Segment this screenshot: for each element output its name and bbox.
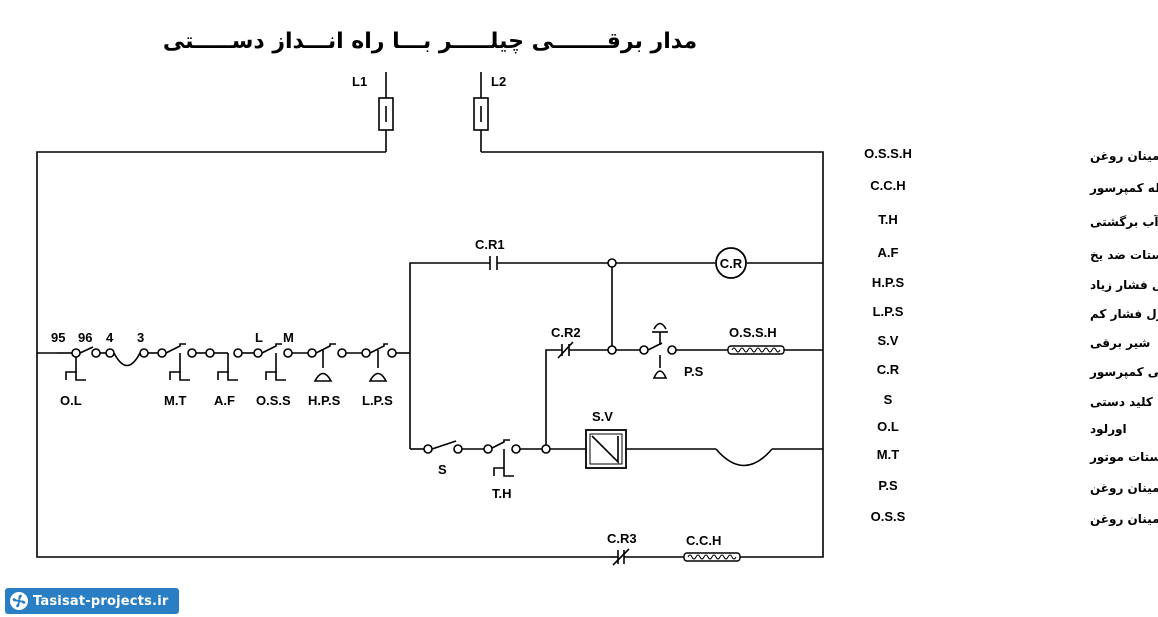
legend-desc: کلید کنترل فشار زیاد [1090, 278, 1158, 292]
main-wiring [36, 151, 824, 566]
terminal-3: 3 [137, 330, 144, 345]
label-sv: S.V [592, 409, 613, 424]
label-af: A.F [214, 393, 235, 408]
supply-l1: L1 [352, 72, 394, 152]
legend-desc: کلید فشاری اطمینان روغن [1090, 481, 1158, 496]
supply-l2: L2 [473, 72, 506, 152]
legend-desc: شیر برقی [1090, 336, 1150, 350]
legend-row: A.F ترموستات ضد یخ [878, 245, 1158, 263]
label-ps: P.S [684, 364, 704, 379]
label-hps: H.P.S [308, 393, 341, 408]
legend-row: C.C.H هیتر محفظه کمپرسور [870, 178, 1158, 196]
terminal-96: 96 [78, 330, 92, 345]
legend-abbr: L.P.S [873, 304, 904, 319]
label-th: T.H [492, 486, 512, 501]
legend-desc: هیتر کلید اطمینان روغن [1090, 149, 1158, 164]
symbol-hps [313, 350, 333, 382]
label-oss: O.S.S [256, 393, 291, 408]
label-l1: L1 [352, 74, 367, 89]
cch-heater [683, 552, 790, 562]
label-ol: O.L [60, 393, 82, 408]
legend-desc: کلید اطمینان روغن [1090, 512, 1158, 527]
legend-desc: هیتر محفظه کمپرسور [1089, 181, 1158, 196]
label-ossh: O.S.S.H [729, 325, 777, 340]
legend-desc: ترموستات آب برگشتی [1090, 214, 1158, 230]
ossh-heater [727, 345, 785, 355]
cr-coil: C.R [715, 247, 747, 279]
legend-desc: اورلود [1090, 422, 1127, 437]
legend-abbr: H.P.S [872, 275, 905, 290]
symbol-oss [265, 353, 286, 381]
legend-abbr: S [884, 392, 893, 407]
legend-abbr: O.S.S.H [864, 146, 912, 161]
legend-row: L.P.S کلید کنترل فشار کم [873, 304, 1158, 321]
legend-desc: بوبین کنتاکتور اصلی کمپرسور [1089, 365, 1158, 380]
legend-desc: ترموستات موتور [1089, 450, 1158, 465]
label-cr2: C.R2 [551, 325, 581, 340]
legend-row: S کلید دستی [884, 392, 1153, 409]
legend-row: S.V شیر برقی [878, 333, 1151, 350]
page-title: مدار برقـــــــی چیلـــــر بـــا راه انـ… [163, 29, 697, 54]
legend-abbr: O.S.S [871, 509, 906, 524]
label-l2: L2 [491, 74, 506, 89]
logo-text: Tasisat-projects.ir [33, 593, 169, 609]
legend-abbr: C.C.H [870, 178, 905, 193]
label-lps: L.P.S [362, 393, 393, 408]
legend-desc: کلید دستی [1090, 395, 1153, 409]
terminal-95: 95 [51, 330, 65, 345]
legend-abbr: M.T [877, 447, 899, 462]
symbol-mt [169, 353, 190, 381]
site-logo[interactable]: Tasisat-projects.ir [5, 588, 179, 614]
legend-abbr: A.F [878, 245, 899, 260]
legend-abbr: S.V [878, 333, 899, 348]
legend-abbr: P.S [878, 478, 898, 493]
label-cch: C.C.H [686, 533, 721, 548]
legend-row: O.L اورلود [877, 419, 1127, 437]
legend-row: P.S کلید فشاری اطمینان روغن [878, 478, 1158, 496]
terminal-l: L [255, 330, 263, 345]
legend-abbr: O.L [877, 419, 899, 434]
control-line-nodes [71, 258, 677, 454]
legend-row: O.S.S.H هیتر کلید اطمینان روغن [864, 146, 1158, 164]
label-mt: M.T [164, 393, 186, 408]
symbol-af [217, 353, 238, 381]
terminal-4: 4 [106, 330, 114, 345]
fan-icon [10, 592, 28, 610]
solenoid-valve [585, 429, 627, 469]
load-arc [715, 448, 773, 467]
legend-desc: ترموستات ضد یخ [1090, 248, 1158, 263]
legend-desc: کلید کنترل فشار کم [1090, 307, 1158, 321]
legend-abbr: T.H [878, 212, 898, 227]
label-cr1: C.R1 [475, 237, 505, 252]
label-cr3: C.R3 [607, 531, 637, 546]
legend-row: C.R بوبین کنتاکتور اصلی کمپرسور [877, 362, 1158, 380]
label-s: S [438, 462, 447, 477]
terminal-m: M [283, 330, 294, 345]
legend-row: O.S.S کلید اطمینان روغن [871, 509, 1158, 527]
label-cr-coil: C.R [720, 256, 743, 271]
legend: O.S.S.H هیتر کلید اطمینان روغن C.C.H هیتر م… [864, 146, 1158, 527]
legend-row: H.P.S کلید کنترل فشار زیاد [872, 275, 1158, 292]
legend-row: T.H ترموستات آب برگشتی [878, 212, 1158, 230]
symbol-th [493, 449, 514, 477]
legend-abbr: C.R [877, 362, 900, 377]
symbol-lps [368, 350, 388, 382]
legend-row: M.T ترموستات موتور [877, 447, 1158, 465]
